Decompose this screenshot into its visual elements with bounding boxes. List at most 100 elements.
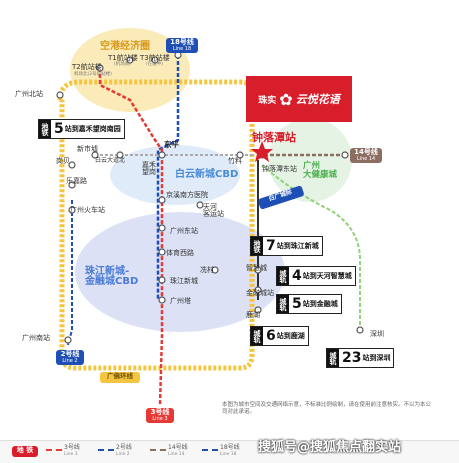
logo-left-text: 珠实 [258, 95, 277, 106]
callout-tag: 城轨 [251, 327, 263, 345]
callout-num: 5 [54, 121, 64, 137]
line2-path [67, 200, 73, 346]
station-liancun: 冼村 [200, 266, 214, 274]
station-dot [158, 276, 166, 284]
station-guangzhouta: 广州塔 [170, 297, 191, 305]
callout-text: 站到深圳 [362, 354, 391, 362]
legend-label-en: Line 3 [64, 452, 78, 457]
station-guangzhou-huoche: 广州火车站 [70, 206, 105, 214]
legend-swatch [46, 449, 62, 451]
station-luhu: 鹿湖 [246, 311, 260, 319]
disclaimer-note: 本图为城市空间及交通网络示意，不标准比例绘制，请在使用前注意核实。不以为本公司对… [222, 402, 432, 416]
station-baiyundad: 白云大道北 [95, 157, 126, 164]
line18-badge-en: Line 18 [172, 45, 192, 52]
station-dot [158, 151, 166, 159]
station-zhujiangxc: 珠江新城 [170, 277, 198, 285]
line14-badge: 14号线 Line 14 [350, 148, 382, 163]
station-tiyuxi: 体育西路 [166, 249, 194, 257]
flower-icon: ✿ [279, 89, 293, 109]
station-tianhe: 天河 客运站 [203, 203, 224, 218]
station-dot [254, 266, 262, 274]
station-guangzhounan: 广州南站 [22, 334, 50, 342]
watermark: 搜狐号@搜狐焦点翻实站 [258, 440, 402, 455]
callout-tag: 城轨 [277, 267, 289, 285]
callout-text: 站到鹿湖 [276, 332, 305, 340]
zone-label-baiyun: 白云新城CBD [175, 169, 239, 180]
station-zhongluotan-e: 钟落潭东站 [262, 165, 297, 173]
station-lejiao: 乐嘉路 [66, 177, 87, 185]
station-t2: T2航站楼 [72, 63, 102, 71]
station-t2-en: 机场北(2号航站楼) [74, 72, 112, 77]
station-t3-en: (在建中) [146, 62, 164, 67]
legend-label-en: Line 14 [168, 452, 185, 457]
legend-swatch [98, 449, 114, 451]
station-t3: T3航站楼 [140, 54, 170, 62]
station-dot [126, 56, 134, 64]
airport-zone [70, 28, 190, 112]
callout-text: 站到金融城 [302, 300, 338, 308]
station-dot [158, 196, 166, 204]
callout-tag: 地铁 [39, 120, 51, 138]
station-dot [196, 201, 204, 209]
callout-metro-7: 地铁 7 站到珠江新城 [250, 236, 323, 256]
callout-tag: 城轨 [327, 349, 339, 367]
callout-tag: 城轨 [277, 295, 289, 313]
line3-badge-en: Line 3 [152, 415, 168, 422]
station-dot [56, 91, 64, 99]
line3-path [98, 68, 164, 406]
line3-badge-name: 3号线 [150, 408, 170, 416]
callout-rail-5: 城轨 5 站到金融城 [276, 294, 342, 314]
station-dot [236, 151, 244, 159]
callout-num: 23 [342, 350, 362, 366]
station-dot [158, 224, 166, 232]
legend-bar [0, 440, 459, 463]
baiyun-zone [110, 145, 240, 205]
line14-badge-en: Line 14 [356, 155, 376, 162]
callout-num: 7 [266, 238, 276, 254]
station-guangzhoubei: 广州北站 [15, 90, 43, 98]
intercity-path [261, 164, 361, 330]
station-zhuliao: 竹料 [228, 157, 242, 165]
legend-swatch [202, 449, 218, 451]
station-dot [341, 151, 349, 159]
station-dot [91, 151, 99, 159]
line2-badge: 2号线 Line 2 [56, 350, 84, 365]
station-dot [68, 181, 76, 189]
station-guangzhoudong: 广州东站 [170, 227, 198, 235]
legend-label: 18号线 [220, 444, 240, 451]
zone-label-zhujiang: 珠江新城- 金融城CBD [85, 266, 139, 287]
project-station-name: 钟落潭站 [252, 131, 296, 144]
zone-label-health: 广州 大健康城 [303, 161, 338, 180]
line18-badge-name: 18号线 [170, 38, 194, 46]
station-dot [151, 56, 159, 64]
station-jingxi: 京溪南方医院 [166, 191, 208, 199]
callout-num: 5 [292, 296, 302, 312]
station-dot [68, 206, 76, 214]
legend-label: 14号线 [168, 444, 188, 451]
callout-rail-6: 城轨 6 站到鹿湖 [250, 326, 309, 346]
health-zone [268, 118, 352, 202]
station-dot [211, 266, 219, 274]
ring-line [57, 79, 255, 371]
station-dot [158, 296, 166, 304]
station-dot [158, 248, 166, 256]
station-dots [56, 51, 364, 344]
station-xinshiwei: 新市墟 [77, 145, 98, 153]
legend-label-en: Line 18 [220, 452, 237, 457]
station-t1-en: (机场南) [114, 62, 132, 67]
callout-text: 站到珠江新城 [276, 242, 319, 250]
station-gangbei: 岗贝 [56, 157, 70, 165]
station-t1: T1航站楼 [108, 54, 138, 62]
callout-rail-4: 城轨 4 站到天河智慧城 [276, 266, 356, 286]
station-shenzhen: 深圳 [370, 330, 384, 338]
line2-badge-en: Line 2 [62, 357, 78, 364]
logo-right-text: 云悦花语 [295, 93, 340, 106]
legend-swatch [150, 449, 166, 451]
ring-line-badge: 广佛环线 [100, 372, 140, 383]
